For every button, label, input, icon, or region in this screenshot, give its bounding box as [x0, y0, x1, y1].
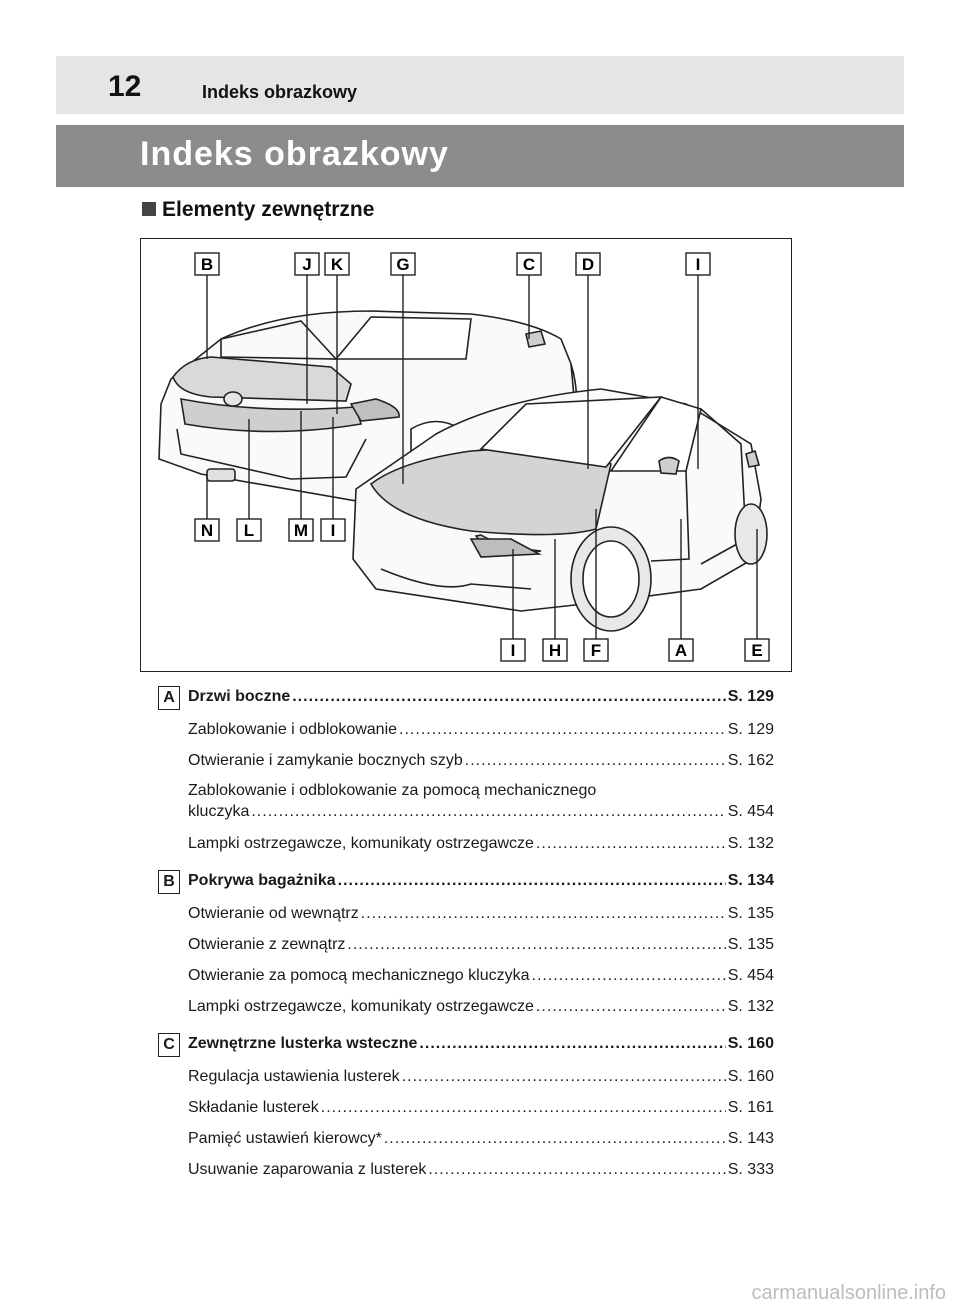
entry-item[interactable]: Pamięć ustawień kierowcy* S. 143	[188, 1130, 774, 1148]
callout-label: L	[244, 521, 254, 540]
item-text: Otwieranie i zamykanie bocznych szyb	[188, 752, 463, 769]
item-text: Otwieranie od wewnątrz	[188, 905, 359, 922]
index-entry-a: A Drzwi boczne S. 129 Zablokowanie i odbl…	[158, 682, 774, 858]
callout-label: C	[523, 255, 535, 274]
item-text: Otwieranie za pomocą mechanicznego klucz…	[188, 967, 530, 984]
entry-item[interactable]: Otwieranie z zewnątrz S. 135	[188, 936, 774, 954]
callouts-left: N L M I	[194, 518, 346, 542]
item-text: kluczyka	[188, 803, 250, 820]
item-page: S. 160	[727, 1068, 774, 1085]
item-page: S. 333	[727, 1161, 774, 1178]
leader-lines	[206, 274, 758, 639]
callouts-bottom: I H F A E	[500, 638, 770, 662]
section-title: Indeks obrazkowy	[140, 135, 449, 173]
callouts-top: B J K G C D I	[194, 252, 711, 276]
entry-item[interactable]: kluczyka S. 454	[188, 803, 774, 821]
entry-letter-badge: B	[158, 870, 180, 894]
item-page: S. 135	[727, 905, 774, 922]
item-page: S. 132	[727, 998, 774, 1015]
entry-item[interactable]: Zablokowanie i odblokowanie S. 129	[188, 721, 774, 739]
callout-label: H	[549, 641, 561, 660]
entry-title: Zewnętrzne lusterka wsteczne	[188, 1035, 418, 1052]
index-entries: A Drzwi boczne S. 129 Zablokowanie i odbl…	[158, 682, 774, 1184]
entry-item[interactable]: Otwieranie i zamykanie bocznych szyb S. 1…	[188, 752, 774, 770]
callout-label: J	[302, 255, 311, 274]
callout-label: I	[696, 255, 701, 274]
page-header: 12 Indeks obrazkowy	[56, 56, 904, 114]
entry-item[interactable]: Lampki ostrzegawcze, komunikaty ostrzega…	[188, 998, 774, 1016]
entry-item[interactable]: Regulacja ustawienia lusterek S. 160	[188, 1068, 774, 1086]
subsection-heading: Elementy zewnętrzne	[142, 198, 374, 222]
entry-title-line[interactable]: Drzwi boczne S. 129	[188, 688, 774, 706]
item-page: S. 454	[727, 803, 774, 820]
entry-item[interactable]: Lampki ostrzegawcze, komunikaty ostrzega…	[188, 835, 774, 853]
entry-title-line[interactable]: Zewnętrzne lusterka wsteczne S. 160	[188, 1035, 774, 1053]
car-illustration: B J K G C D I N L M I I	[158, 252, 770, 662]
callout-label: I	[511, 641, 516, 660]
entry-title: Pokrywa bagażnika	[188, 872, 336, 889]
callout-label: F	[591, 641, 601, 660]
header-title: Indeks obrazkowy	[202, 82, 358, 102]
front-car-drawing	[352, 388, 768, 632]
section-band: Indeks obrazkowy	[56, 125, 904, 187]
entry-page: S. 134	[727, 872, 774, 889]
entry-item[interactable]: Otwieranie od wewnątrz S. 135	[188, 905, 774, 923]
item-page: S. 132	[727, 835, 774, 852]
page-number: 12	[108, 70, 142, 103]
item-text: Zablokowanie i odblokowanie	[188, 721, 398, 738]
entry-title-line[interactable]: Pokrywa bagażnika S. 134	[188, 872, 774, 890]
callout-label: N	[201, 521, 213, 540]
item-text: Usuwanie zaparowania z lusterek	[188, 1161, 427, 1178]
item-text: Lampki ostrzegawcze, komunikaty ostrzega…	[188, 998, 534, 1015]
item-page: S. 129	[727, 721, 774, 738]
item-text: Pamięć ustawień kierowcy*	[188, 1130, 382, 1147]
entry-title: Drzwi boczne	[188, 688, 291, 705]
callout-label: A	[675, 641, 687, 660]
callout-label: D	[582, 255, 594, 274]
item-text-line1: Zablokowanie i odblokowanie za pomocą me…	[188, 782, 597, 799]
callout-label: G	[396, 255, 409, 274]
subsection-title: Elementy zewnętrzne	[162, 198, 375, 221]
callout-label: E	[751, 641, 762, 660]
entry-item[interactable]: Usuwanie zaparowania z lusterek S. 333	[188, 1161, 774, 1179]
index-entry-b: B Pokrywa bagażnika S. 134 Otwieranie od …	[158, 866, 774, 1021]
item-page: S. 143	[727, 1130, 774, 1147]
callout-label: I	[331, 521, 336, 540]
item-text: Otwieranie z zewnątrz	[188, 936, 346, 953]
item-page: S. 162	[727, 752, 774, 769]
entry-letter-badge: A	[158, 686, 180, 710]
entry-page: S. 129	[727, 688, 774, 705]
entry-item[interactable]: Składanie lusterek S. 161	[188, 1099, 774, 1117]
square-bullet-icon	[142, 202, 156, 216]
entry-item[interactable]: Otwieranie za pomocą mechanicznego klucz…	[188, 967, 774, 985]
item-page: S. 454	[727, 967, 774, 984]
entry-letter-badge: C	[158, 1033, 180, 1057]
watermark: carmanualsonline.info	[751, 1282, 946, 1304]
callout-label: K	[331, 255, 344, 274]
car-exterior-figure: B J K G C D I N L M I I	[140, 238, 792, 672]
entry-page: S. 160	[727, 1035, 774, 1052]
item-page: S. 135	[727, 936, 774, 953]
callout-label: B	[201, 255, 213, 274]
callout-label: M	[294, 521, 308, 540]
item-text: Lampki ostrzegawcze, komunikaty ostrzega…	[188, 835, 534, 852]
item-text: Regulacja ustawienia lusterek	[188, 1068, 400, 1085]
item-page: S. 161	[727, 1099, 774, 1116]
index-entry-c: C Zewnętrzne lusterka wsteczne S. 160 Reg…	[158, 1029, 774, 1184]
item-text: Składanie lusterek	[188, 1099, 319, 1116]
